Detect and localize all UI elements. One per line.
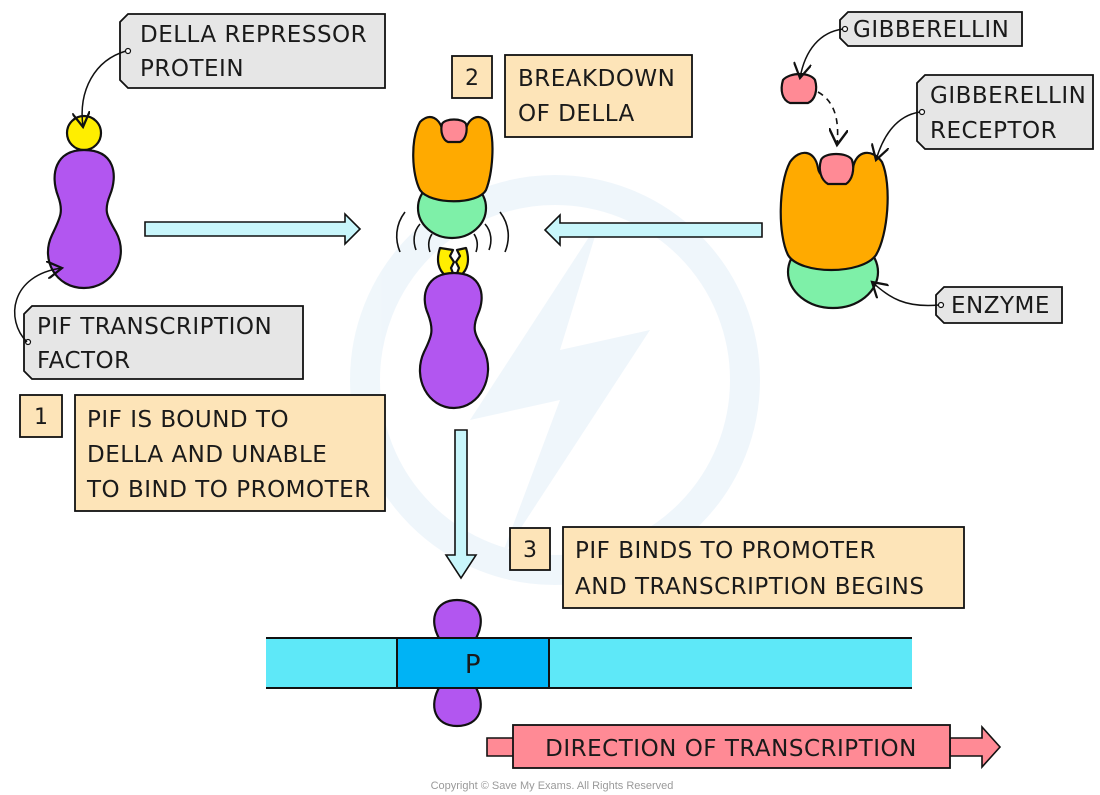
enzyme-label-text: ENZYME bbox=[951, 293, 1050, 319]
della-pointer-arrow bbox=[82, 50, 127, 127]
gibberellin-molecule bbox=[780, 72, 818, 105]
enzyme-label: ENZYME bbox=[935, 286, 1063, 324]
receptor-right bbox=[779, 151, 889, 271]
binding-dashed-arrow bbox=[817, 91, 838, 145]
gibberellin-label: GIBBERELLIN bbox=[839, 11, 1023, 47]
gibberellin-bound bbox=[818, 152, 855, 186]
della-protein-left bbox=[65, 114, 103, 152]
pif-bound-to-promoter bbox=[433, 598, 482, 728]
della-broken bbox=[436, 246, 470, 278]
step-3-line1: PIF BINDS TO PROMOTER bbox=[575, 538, 876, 564]
step-1-line2: DELLA AND UNABLE bbox=[87, 442, 327, 468]
enzyme-pointer-arrow bbox=[872, 282, 940, 307]
receptor-label-line1: GIBBERELLIN bbox=[930, 83, 1086, 109]
pif-protein-center bbox=[418, 271, 490, 410]
step-1-number: 1 bbox=[34, 405, 48, 430]
step-3: 3 PIF BINDS TO PROMOTER AND TRANSCRIPTIO… bbox=[509, 526, 965, 609]
della-shape bbox=[65, 114, 103, 152]
pif-protein-left bbox=[46, 148, 122, 290]
della-label-line1: DELLA REPRESSOR bbox=[140, 22, 367, 48]
step-1: 1 PIF IS BOUND TO DELLA AND UNABLE TO BI… bbox=[19, 394, 386, 512]
step-1-line3: TO BIND TO PROMOTER bbox=[86, 477, 371, 503]
copyright-text: Copyright © Save My Exams. All Rights Re… bbox=[431, 780, 674, 792]
pif-label-line1: PIF TRANSCRIPTION bbox=[37, 314, 272, 340]
direction-of-transcription-arrow: DIRECTION OF TRANSCRIPTION bbox=[486, 724, 1002, 770]
receptor-label-line2: RECEPTOR bbox=[930, 118, 1057, 144]
arrow-left bbox=[543, 213, 763, 247]
step-2-number: 2 bbox=[465, 66, 479, 91]
step-2-line1: BREAKDOWN bbox=[518, 66, 675, 92]
della-label-line2: PROTEIN bbox=[140, 56, 244, 82]
watermark-logo bbox=[350, 175, 760, 585]
pif-label: PIF TRANSCRIPTION FACTOR bbox=[23, 305, 304, 380]
arrow-right bbox=[144, 212, 362, 246]
della-label: DELLA REPRESSOR PROTEIN bbox=[119, 13, 386, 89]
promoter-label: P bbox=[465, 650, 481, 680]
step-3-number: 3 bbox=[523, 538, 537, 563]
step-3-line2: AND TRANSCRIPTION BEGINS bbox=[575, 574, 924, 600]
dna-strand: P bbox=[266, 637, 912, 689]
vibration-lines bbox=[395, 211, 510, 253]
promoter-region bbox=[396, 637, 550, 689]
receptor-label: GIBBERELLIN RECEPTOR bbox=[916, 74, 1094, 150]
direction-label: DIRECTION OF TRANSCRIPTION bbox=[545, 736, 917, 762]
pif-pointer-arrow bbox=[13, 268, 62, 343]
step-1-line1: PIF IS BOUND TO bbox=[87, 407, 289, 433]
gibberellin-label-text: GIBBERELLIN bbox=[853, 17, 1009, 43]
receptor-pointer-arrow bbox=[876, 111, 921, 160]
arrow-down bbox=[444, 429, 478, 580]
step-2: 2 BREAKDOWN OF DELLA bbox=[451, 54, 693, 138]
gibberellin-pointer-arrow bbox=[800, 28, 844, 78]
step-2-line2: OF DELLA bbox=[518, 101, 635, 127]
pif-label-line2: FACTOR bbox=[37, 348, 131, 374]
gibberellin-center bbox=[440, 118, 468, 144]
